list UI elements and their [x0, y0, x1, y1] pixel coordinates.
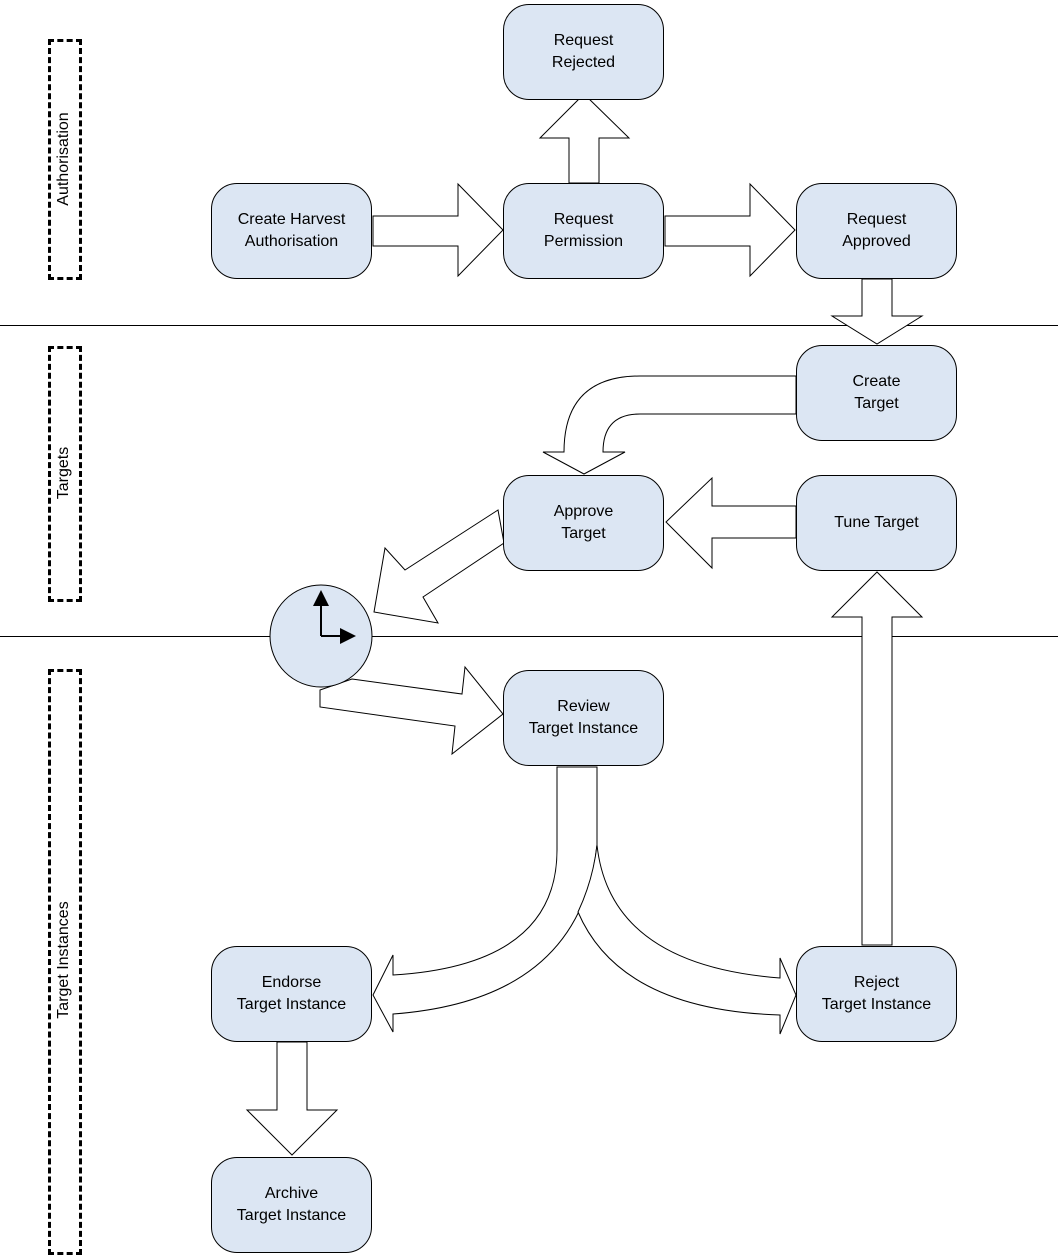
node-text: Reject — [853, 974, 900, 991]
lane-frame-authorisation — [48, 39, 82, 280]
arrow-request-permission-to-approved — [664, 182, 796, 278]
node-text: Endorse — [261, 974, 322, 991]
arrow-endorse-to-archive — [245, 1041, 339, 1156]
node-text: Authorisation — [244, 233, 339, 250]
node-text: Permission — [543, 233, 624, 250]
node-text: Target Instance — [528, 720, 639, 737]
arrow-create-auth-to-request-permission — [372, 182, 504, 278]
node-text: Approve — [553, 503, 614, 520]
arrow-review-to-reject — [577, 844, 797, 1035]
lane-divider-1 — [0, 325, 1058, 326]
node-text: Review — [557, 698, 610, 715]
node-text: Target — [854, 395, 899, 412]
arrow-request-permission-to-rejected — [538, 93, 631, 184]
node-tune-target[interactable]: Tune Target — [796, 475, 957, 571]
arrow-create-target-to-approve-target — [542, 375, 797, 475]
arrow-approve-target-to-schedule — [373, 509, 505, 624]
node-text: Target Instance — [236, 996, 347, 1013]
lane-divider-2 — [0, 636, 1058, 637]
arrow-schedule-to-review — [319, 665, 504, 756]
arrow-tune-target-to-approve-target — [665, 476, 797, 570]
node-text: Create Harvest — [237, 211, 346, 228]
node-text: Request — [553, 211, 614, 228]
node-text: Target Instance — [821, 996, 932, 1013]
arrow-review-to-endorse — [372, 766, 598, 1033]
node-text: Request — [553, 32, 614, 49]
node-text: Approved — [842, 233, 911, 250]
node-text: Create — [852, 373, 901, 390]
node-text: Rejected — [551, 54, 616, 71]
node-text: Request — [846, 211, 907, 228]
arrow-reject-to-tune-target — [830, 571, 924, 946]
node-text: Tune Target — [834, 514, 919, 531]
lane-frame-targets — [48, 346, 82, 602]
node-text: Archive — [264, 1185, 319, 1202]
lane-frame-target-instances — [48, 669, 82, 1255]
node-text: Target — [561, 525, 606, 542]
node-text: Target Instance — [236, 1207, 347, 1224]
arrow-request-approved-to-create-target — [830, 278, 924, 345]
